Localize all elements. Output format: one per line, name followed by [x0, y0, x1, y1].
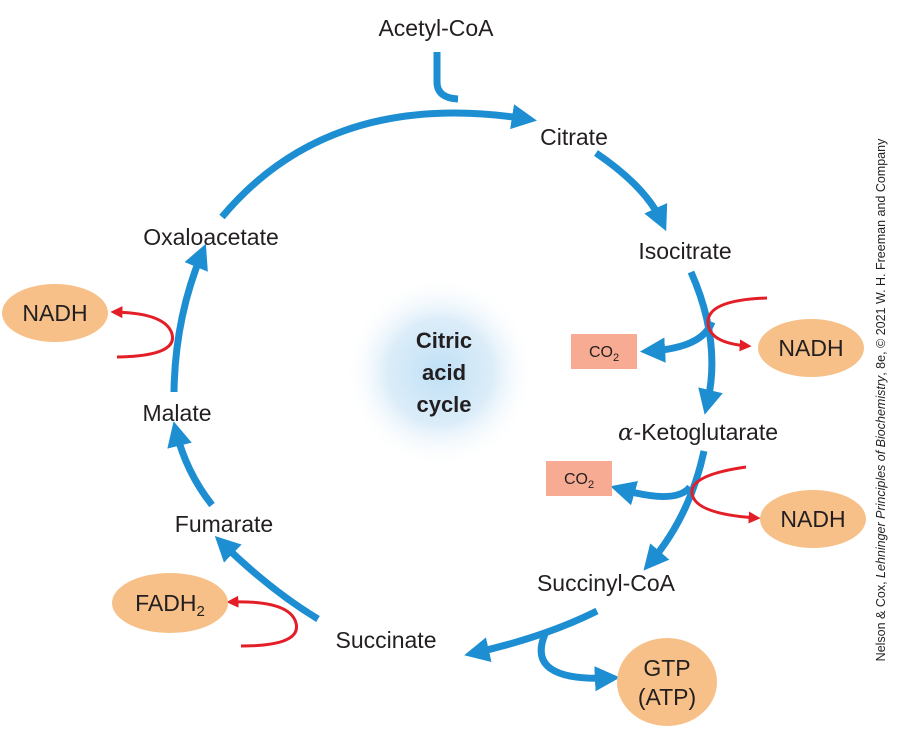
arrow-succinyl-coa-to-succinate — [464, 607, 599, 662]
succinyl-coa-label: Succinyl-CoA — [537, 570, 676, 596]
ketoglutarate-label: α-Ketoglutarate — [618, 419, 778, 446]
acetyl-coa-label: Acetyl-CoA — [378, 15, 494, 41]
arrow-acetyl-coa-entry — [433, 52, 459, 103]
nadh-oval-isocitrate — [758, 319, 864, 377]
nadh-arc-malate — [110, 306, 174, 359]
arrow-ketoglutarate-to-succinyl-coa — [643, 450, 708, 571]
co2-label-isocitrate: CO2 — [589, 344, 619, 364]
center-title-line-1: Citric — [416, 328, 472, 353]
co2-box-ketoglutarate — [546, 461, 612, 496]
citrate-label: Citrate — [540, 124, 608, 150]
arrow-succinyl-coa-gtp-branch — [537, 632, 621, 692]
nadh-label-malate: NADH — [22, 300, 87, 326]
nadh-oval-ketoglutarate — [760, 490, 866, 548]
arrow-citrate-to-isocitrate — [594, 150, 668, 232]
fadh2-oval — [112, 573, 228, 633]
co2-box-isocitrate — [571, 334, 637, 369]
gtp-label: GTP — [643, 655, 690, 681]
arrow-isocitrate-to-ketoglutarate — [687, 270, 723, 415]
center-title-line-2: acid — [422, 360, 466, 385]
fumarate-label: Fumarate — [175, 511, 273, 537]
nadh-oval-malate — [2, 284, 108, 342]
arrow-isocitrate-co2-branch — [639, 320, 716, 363]
fadh2-arc-succinate — [226, 595, 298, 648]
nadh-arc-ketoglutarate — [690, 465, 761, 524]
center-title-line-3: cycle — [416, 392, 471, 417]
fadh2-label: FADH2 — [135, 590, 205, 620]
center-glow — [344, 276, 536, 468]
atp-label: (ATP) — [638, 684, 696, 710]
malate-label: Malate — [142, 400, 211, 426]
arrow-succinate-to-fumarate — [214, 535, 320, 622]
gtp-oval — [617, 638, 717, 726]
co2-label-ketoglutarate: CO2 — [564, 471, 594, 491]
nadh-label-ketoglutarate: NADH — [780, 506, 845, 532]
nadh-arc-isocitrate — [706, 296, 768, 352]
arrow-malate-to-oxaloacetate — [170, 243, 208, 393]
succinate-label: Succinate — [335, 627, 436, 653]
arrow-ketoglutarate-co2-branch — [610, 481, 693, 506]
nadh-label-isocitrate: NADH — [778, 335, 843, 361]
oxaloacetate-label: Oxaloacetate — [143, 224, 279, 250]
arrow-oxaloacetate-to-citrate — [219, 104, 537, 220]
arrow-fumarate-to-malate — [167, 421, 215, 508]
isocitrate-label: Isocitrate — [638, 238, 731, 264]
credit-line: Nelson & Cox, Lehninger Principles of Bi… — [874, 138, 888, 661]
